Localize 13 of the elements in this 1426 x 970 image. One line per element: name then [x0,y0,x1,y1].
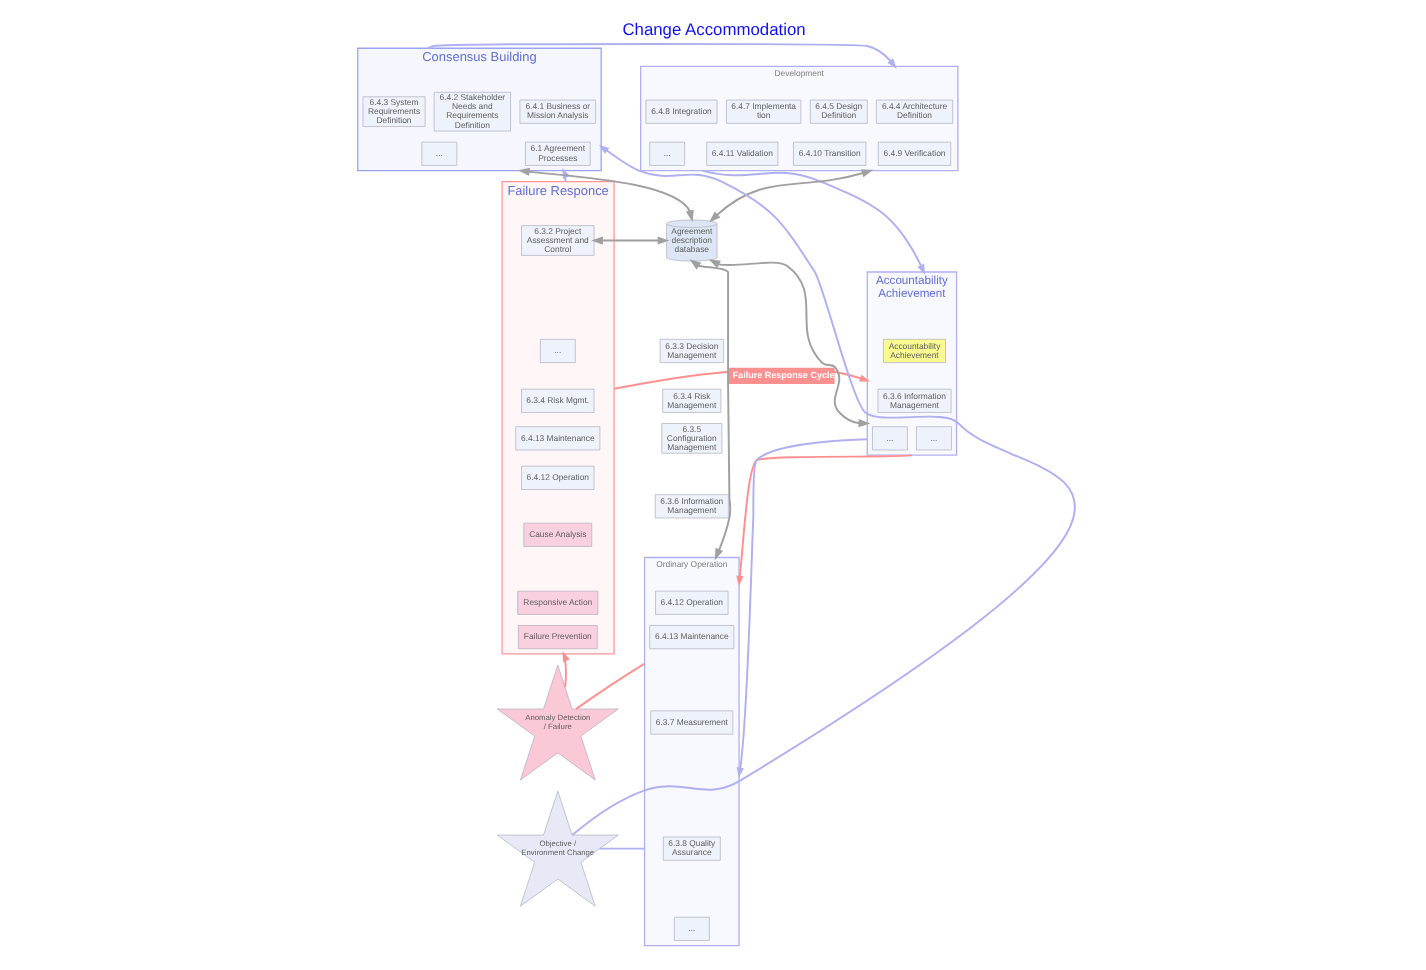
arrow [590,236,669,245]
arrow [561,651,569,689]
arrow [708,169,873,223]
connector [574,662,645,710]
arrow [735,454,912,587]
arrow [735,438,868,778]
connector [597,847,645,850]
arrow [700,169,925,275]
arrow [425,42,896,69]
arrow [570,144,1075,836]
diagram-title: Change Accommodation [621,19,805,40]
arrow [688,259,731,561]
arrow [707,259,870,428]
